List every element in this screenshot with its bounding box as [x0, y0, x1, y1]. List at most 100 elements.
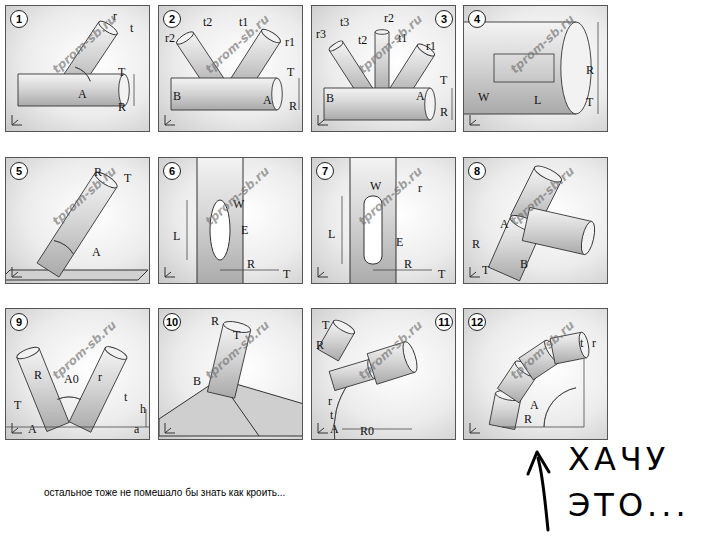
callout-number-text: 9 [16, 317, 22, 328]
dimension-label: t [124, 391, 127, 403]
dimension-label: T [440, 74, 447, 86]
callout-number-text: 1 [16, 14, 22, 25]
callout-number-text: 8 [474, 166, 480, 177]
pipe-panel: RTAtprom-sb.ru5 [5, 157, 150, 284]
callout-number: 4 [468, 10, 486, 28]
note: остальное тоже не помешало бы знать как … [44, 487, 285, 498]
dimension-label: R [316, 339, 324, 351]
callout-number: 5 [10, 162, 28, 180]
pipe-panel: WrLERTtprom-sb.ru7 [311, 157, 456, 284]
pipe-illustration [159, 158, 303, 284]
callout-number-text: 4 [474, 14, 480, 25]
callout-number: 10 [163, 313, 181, 331]
callout-number-text: 11 [438, 317, 450, 328]
dimension-label: R [289, 100, 297, 112]
pipe-illustration [312, 6, 456, 132]
dimension-label: T [287, 66, 294, 78]
callout-number: 3 [435, 10, 453, 28]
dimension-label: B [326, 92, 334, 104]
dimension-label: t3 [340, 16, 349, 28]
pipe-panel: RATBtprom-sb.ru8 [463, 157, 608, 284]
pipe-illustration [312, 309, 456, 440]
dimension-label: r [418, 182, 422, 194]
dimension-label: r [98, 371, 102, 383]
dimension-label: B [520, 258, 528, 270]
dimension-label: R [404, 258, 412, 270]
dimension-label: E [396, 236, 403, 248]
dimension-label: L [534, 94, 541, 106]
pipe-illustration [312, 158, 456, 284]
dimension-label: R [472, 238, 480, 250]
dimension-label: L [173, 230, 180, 242]
callout-number: 6 [163, 162, 181, 180]
dimension-label: A [28, 423, 37, 435]
pipe-illustration [159, 6, 303, 132]
dimension-label: R [440, 106, 448, 118]
callout-number-text: 7 [322, 166, 328, 177]
arrow-head [528, 452, 549, 474]
pipe-panel: RTWLtprom-sb.ru4 [463, 5, 608, 132]
pipe-panel: TRA0rtAahtprom-sb.ru9 [5, 308, 150, 440]
pipe-illustration [159, 309, 303, 440]
callout-number: 9 [10, 313, 28, 331]
callout-number-text: 2 [169, 14, 175, 25]
pipe-panel: trARtprom-sb.ru12 [463, 308, 608, 440]
dimension-label: R [524, 413, 532, 425]
pipe-panel: r3t3r2t2t1r1BATRtprom-sb.ru3 [311, 5, 456, 132]
dimension-label: T [482, 264, 489, 276]
dimension-label: A [416, 90, 425, 102]
dimension-label: A [330, 423, 339, 435]
dimension-label: t [330, 409, 333, 421]
pipe-illustration [6, 6, 150, 132]
callout-number-text: 6 [169, 166, 175, 177]
dimension-label: A [263, 94, 272, 106]
dimension-label: B [193, 375, 201, 387]
dimension-label: a [134, 423, 139, 435]
dimension-label: t [130, 22, 133, 34]
dimension-label: r3 [316, 28, 326, 40]
dimension-label: T [124, 172, 131, 184]
dimension-label: T [322, 319, 329, 331]
dimension-label: r2 [384, 12, 394, 24]
dimension-label: A [92, 246, 101, 258]
dimension-label: r1 [285, 36, 295, 48]
callout-number: 11 [435, 313, 453, 331]
pipe-panel: RTBtprom-sb.ru10 [158, 308, 303, 440]
dimension-label: T [14, 399, 21, 411]
callout-number: 12 [468, 313, 486, 331]
callout-number: 2 [163, 10, 181, 28]
dimension-label: R [211, 315, 219, 327]
dimension-label: B [173, 90, 181, 102]
dimension-label: W [370, 180, 381, 192]
callout-number-text: 10 [166, 317, 178, 328]
pipe-panel: rtATRtprom-sb.ru1 [5, 5, 150, 132]
dimension-label: r [592, 337, 596, 349]
callout-number-text: 12 [471, 317, 483, 328]
pipe-illustration [464, 309, 608, 440]
dimension-label: W [478, 91, 489, 103]
dimension-label: t2 [203, 16, 212, 28]
dimension-label: R [247, 258, 255, 270]
pipe-panel: r2t2t1r1BATRtprom-sb.ru2 [158, 5, 303, 132]
callout-number: 8 [468, 162, 486, 180]
dimension-label: R [34, 369, 42, 381]
callout-number-text: 5 [16, 166, 22, 177]
dimension-label: L [328, 228, 335, 240]
dimension-label: h [140, 403, 146, 415]
dimension-label: t2 [358, 34, 367, 46]
dimension-label: T [438, 268, 445, 280]
dimension-label: T [586, 96, 593, 108]
dimension-label: t [580, 337, 583, 349]
dimension-label: T [118, 66, 125, 78]
dimension-label: R [118, 101, 126, 113]
callout-number: 1 [10, 10, 28, 28]
dimension-label: R [586, 64, 594, 76]
dimension-label: A [530, 399, 539, 411]
dimension-label: r2 [165, 32, 175, 44]
pipe-panel: TRrtAR0tprom-sb.ru11 [311, 308, 456, 440]
dimension-label: r1 [426, 40, 436, 52]
dimension-label: r [328, 395, 332, 407]
handwritten-note: ХАЧУ ЭТО... [568, 436, 693, 529]
pipe-panel: WELRTtprom-sb.ru6 [158, 157, 303, 284]
dimension-label: R0 [360, 425, 374, 437]
